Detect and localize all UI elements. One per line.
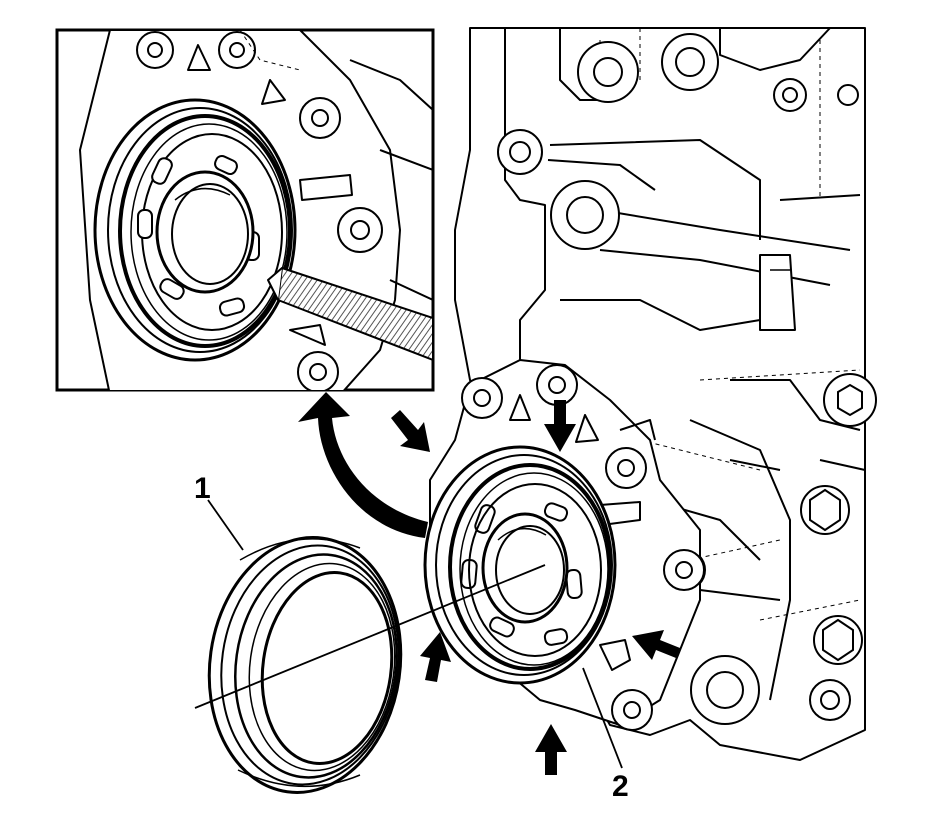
arrow-right [632,630,680,660]
engine-bosses [497,33,877,725]
arrow-lower-left [420,632,451,682]
arrow-bottom [535,724,567,775]
leader-seal-axis [194,564,546,709]
leader-2 [582,667,623,769]
crankshaft-front-seal [207,536,403,794]
pry-point-arrows [391,400,680,775]
arrow-top-center [544,400,576,452]
callout-label-1: 1 [194,472,211,505]
curved-arrow-to-inset [298,392,428,538]
inset-detail-view [55,28,435,392]
callout-label-2: 2 [612,770,629,803]
arrow-top-left [391,410,430,452]
leader-lines [194,499,623,769]
seal-seat [423,445,617,685]
leader-1 [207,499,244,551]
